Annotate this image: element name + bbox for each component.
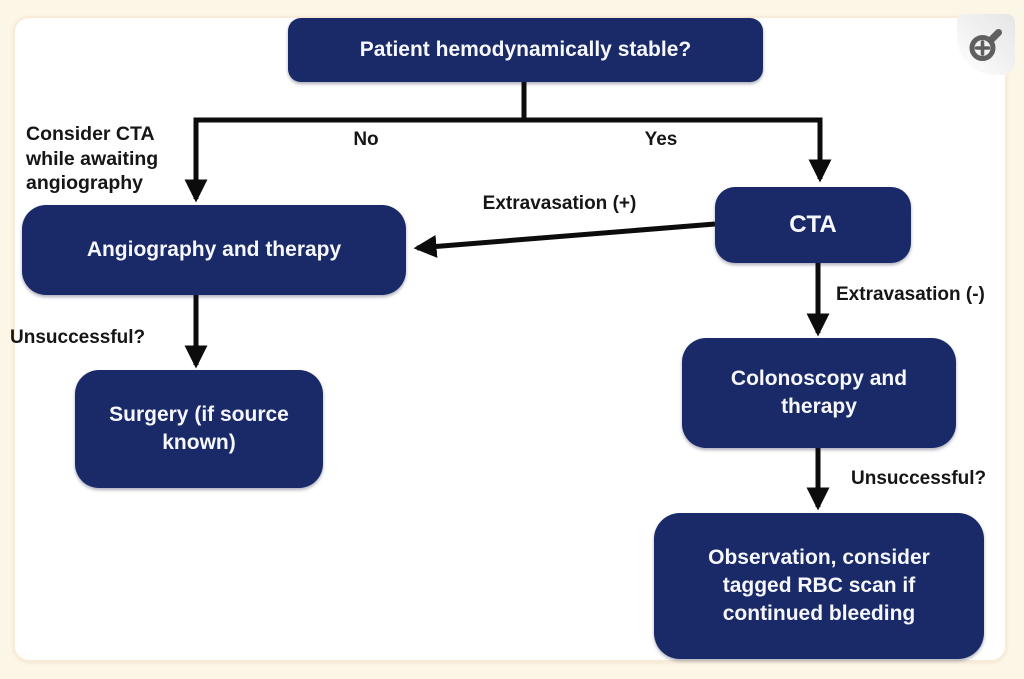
node-angiography: Angiography and therapy: [22, 205, 406, 295]
node-cta: CTA: [715, 187, 911, 263]
edge-label-extravasation-negative: Extravasation (-): [836, 284, 985, 305]
node-observation: Observation, consider tagged RBC scan if…: [654, 513, 984, 659]
edge-label-yes: Yes: [644, 129, 678, 150]
zoom-in-icon: [965, 24, 1007, 66]
node-colonoscopy: Colonoscopy and therapy: [682, 338, 956, 448]
zoom-button[interactable]: [957, 14, 1015, 75]
edge-label-no: No: [353, 129, 379, 150]
edge-label-unsuccessful-right: Unsuccessful?: [851, 468, 987, 489]
edge-label-unsuccessful-left: Unsuccessful?: [10, 327, 146, 348]
node-start: Patient hemodynamically stable?: [288, 18, 763, 82]
annotation-consider-cta: Consider CTA while awaiting angiography: [26, 123, 159, 195]
edge-label-extravasation-positive: Extravasation (+): [482, 193, 637, 214]
node-surgery: Surgery (if source known): [75, 370, 323, 488]
